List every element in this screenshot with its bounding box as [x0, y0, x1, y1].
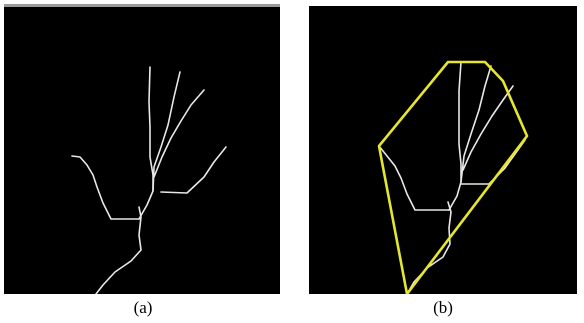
skeleton-lower-right-branch: [160, 146, 227, 194]
hull-skeleton-lower-right-branch: [460, 139, 526, 185]
skeleton-drawing-b: [377, 60, 529, 294]
skeleton-drawing-a: [71, 66, 227, 294]
panel-b-image: [309, 6, 577, 294]
hull-skeleton-main-stem: [448, 61, 462, 211]
hull-skeleton-left-branch: [378, 145, 450, 211]
panel-a-image: [4, 4, 280, 294]
skeleton-root-branch: [95, 206, 142, 294]
panel-a-caption: (a): [133, 298, 153, 317]
convex-hull-outline: [377, 60, 529, 294]
skeleton-mid-branch: [152, 71, 181, 192]
hull-skeleton-right-branch: [462, 85, 514, 171]
skeleton-left-branch: [71, 155, 140, 220]
panel-b-caption: (b): [433, 298, 453, 317]
hull-skeleton-root-branch: [406, 201, 452, 294]
skeleton-main-stem: [138, 66, 154, 220]
hull-skeleton-mid-branch: [460, 65, 492, 183]
skeleton-right-branch: [153, 89, 205, 178]
